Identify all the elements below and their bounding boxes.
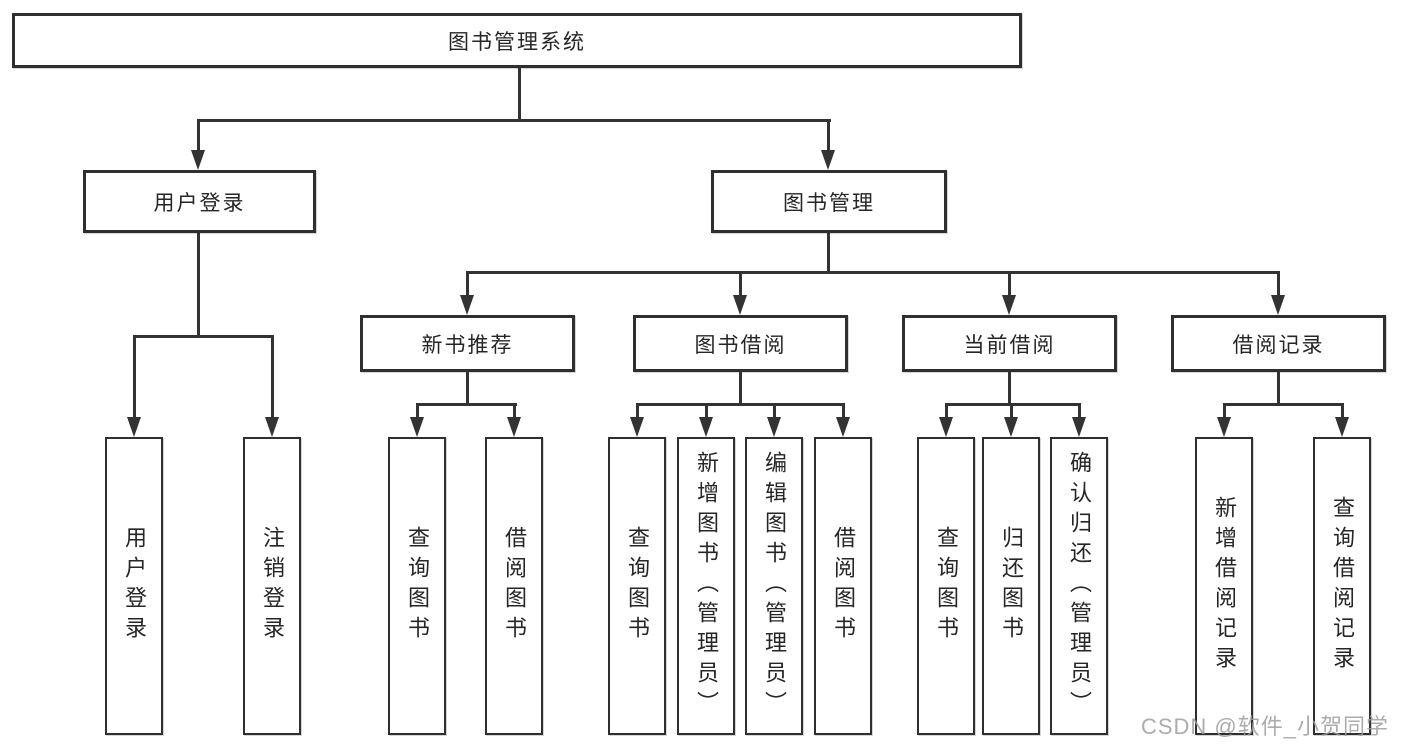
connector-line bbox=[773, 403, 776, 417]
leaf-return-books-label: 归还图书 bbox=[999, 526, 1024, 646]
leaf-add-books-admin-label: 新增图书（管理员） bbox=[694, 451, 719, 721]
connector-line bbox=[518, 68, 521, 121]
connector-line bbox=[416, 403, 419, 417]
connector-line bbox=[1223, 403, 1226, 417]
leaf-edit-books-admin: 编辑图书（管理员） bbox=[745, 437, 803, 735]
connector-line bbox=[739, 271, 742, 295]
leaf-confirm-return-admin: 确认归还（管理员） bbox=[1050, 437, 1108, 735]
arrow-down-icon bbox=[733, 295, 747, 315]
leaf-logout: 注销登录 bbox=[243, 437, 301, 735]
connector-line bbox=[466, 271, 469, 295]
node-book-system-label: 图书管理系统 bbox=[448, 30, 586, 54]
node-book-borrowing: 图书借阅 bbox=[633, 315, 848, 372]
leaf-borrow-books: 借阅图书 bbox=[814, 437, 872, 735]
leaf-query-books-current-label: 查询图书 bbox=[934, 526, 959, 646]
leaf-edit-books-admin-label: 编辑图书（管理员） bbox=[762, 451, 787, 721]
leaf-confirm-return-admin-label: 确认归还（管理员） bbox=[1067, 451, 1092, 721]
connector-line bbox=[1341, 403, 1344, 417]
leaf-add-books-admin: 新增图书（管理员） bbox=[677, 437, 735, 735]
node-book-system: 图书管理系统 bbox=[12, 13, 1022, 68]
node-book-borrowing-label: 图书借阅 bbox=[694, 333, 787, 357]
connector-line bbox=[636, 403, 845, 406]
connector-line bbox=[466, 372, 469, 405]
arrow-down-icon bbox=[460, 295, 474, 315]
connector-line bbox=[705, 403, 708, 417]
node-current-borrowing-label: 当前借阅 bbox=[963, 333, 1056, 357]
leaf-return-books: 归还图书 bbox=[982, 437, 1040, 735]
arrow-down-icon bbox=[1271, 295, 1285, 315]
connector-line bbox=[197, 233, 200, 337]
leaf-borrow-books-recommend-label: 借阅图书 bbox=[502, 526, 527, 646]
connector-line bbox=[197, 119, 200, 152]
leaf-borrow-books-label: 借阅图书 bbox=[831, 526, 856, 646]
connector-line bbox=[945, 403, 948, 417]
connector-line bbox=[133, 335, 136, 417]
connector-line bbox=[271, 335, 274, 417]
connector-line bbox=[827, 233, 830, 273]
connector-line bbox=[1008, 372, 1011, 405]
csdn-watermark: CSDN @软件_小贺同学 bbox=[1140, 714, 1389, 739]
connector-line bbox=[842, 403, 845, 417]
arrow-down-icon bbox=[836, 417, 850, 437]
connector-line bbox=[1008, 271, 1011, 295]
arrow-down-icon bbox=[1335, 417, 1349, 437]
connector-line bbox=[133, 335, 274, 338]
arrow-down-icon bbox=[265, 417, 279, 437]
arrow-down-icon bbox=[1004, 417, 1018, 437]
leaf-logout-label: 注销登录 bbox=[260, 526, 285, 646]
leaf-query-books-borrowing: 查询图书 bbox=[608, 437, 666, 735]
connector-line bbox=[636, 403, 639, 417]
connector-line bbox=[1010, 403, 1013, 417]
arrow-down-icon bbox=[127, 417, 141, 437]
arrow-down-icon bbox=[1002, 295, 1016, 315]
leaf-add-borrow-record: 新增借阅记录 bbox=[1195, 437, 1253, 735]
leaf-query-books-recommend-label: 查询图书 bbox=[405, 526, 430, 646]
arrow-down-icon bbox=[191, 150, 205, 170]
node-new-book-recommend: 新书推荐 bbox=[360, 315, 575, 372]
arrow-down-icon bbox=[507, 417, 521, 437]
arrow-down-icon bbox=[1217, 417, 1231, 437]
node-book-management-label: 图书管理 bbox=[783, 191, 875, 215]
node-new-book-recommend-label: 新书推荐 bbox=[421, 333, 514, 357]
connector-line bbox=[197, 119, 831, 122]
connector-line bbox=[513, 403, 516, 417]
connector-line bbox=[739, 372, 742, 405]
arrow-down-icon bbox=[821, 150, 835, 170]
node-current-borrowing: 当前借阅 bbox=[902, 315, 1117, 372]
leaf-borrow-books-recommend: 借阅图书 bbox=[485, 437, 543, 735]
connector-line bbox=[827, 119, 830, 152]
connector-line bbox=[466, 271, 1280, 274]
leaf-query-books-borrowing-label: 查询图书 bbox=[625, 526, 650, 646]
leaf-add-borrow-record-label: 新增借阅记录 bbox=[1212, 496, 1237, 676]
connector-line bbox=[416, 403, 517, 406]
node-user-login-label: 用户登录 bbox=[153, 191, 246, 215]
node-borrowing-records-label: 借阅记录 bbox=[1232, 333, 1325, 357]
node-user-login: 用户登录 bbox=[83, 170, 316, 233]
leaf-query-borrow-record-label: 查询借阅记录 bbox=[1330, 496, 1355, 676]
leaf-query-books-current: 查询图书 bbox=[917, 437, 975, 735]
leaf-user-login: 用户登录 bbox=[105, 437, 163, 735]
arrow-down-icon bbox=[699, 417, 713, 437]
connector-line bbox=[945, 403, 1081, 406]
node-book-management: 图书管理 bbox=[711, 170, 947, 233]
leaf-query-books-recommend: 查询图书 bbox=[388, 437, 446, 735]
arrow-down-icon bbox=[939, 417, 953, 437]
node-borrowing-records: 借阅记录 bbox=[1171, 315, 1386, 372]
arrow-down-icon bbox=[630, 417, 644, 437]
leaf-query-borrow-record: 查询借阅记录 bbox=[1313, 437, 1371, 735]
connector-line bbox=[1223, 403, 1344, 406]
arrow-down-icon bbox=[767, 417, 781, 437]
connector-line bbox=[1078, 403, 1081, 417]
arrow-down-icon bbox=[1072, 417, 1086, 437]
leaf-user-login-label: 用户登录 bbox=[122, 526, 147, 646]
connector-line bbox=[1277, 271, 1280, 295]
arrow-down-icon bbox=[410, 417, 424, 437]
connector-line bbox=[1277, 372, 1280, 405]
